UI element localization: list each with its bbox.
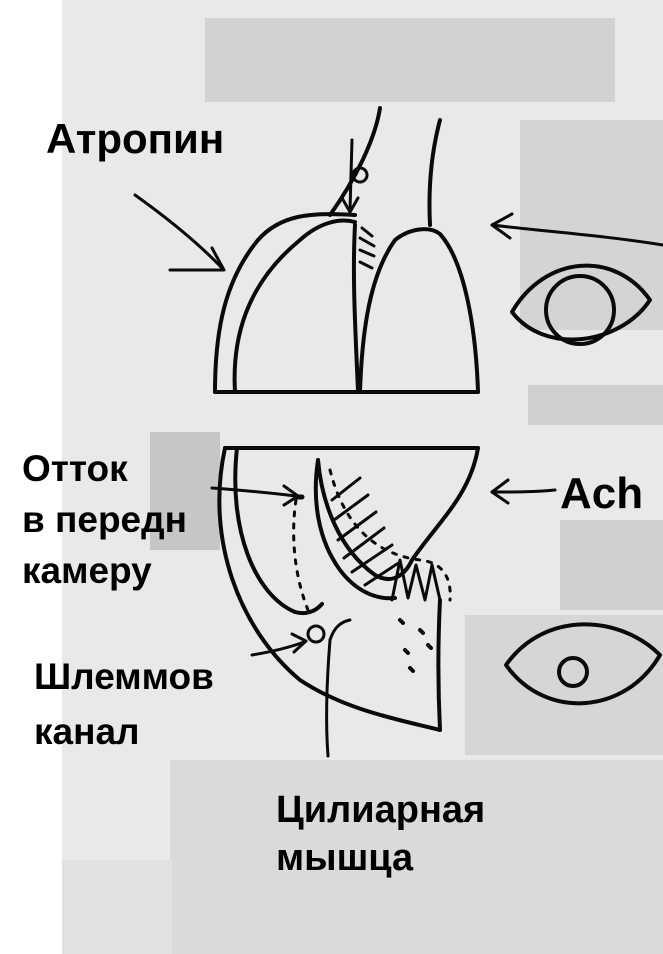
label-outflow-line-1: Отток [22,443,187,494]
constricted-pupil-eye-icon [506,624,660,703]
label-outflow-anterior-chamber: Отток в передн камеру [22,443,187,596]
label-ciliary-line-2: мышца [276,834,485,882]
lower-panel [212,448,555,756]
label-ciliary-muscle: Цилиарная мышца [276,786,485,882]
dilated-pupil-eye-icon [512,266,650,344]
label-schlemm-line-1: Шлеммов [34,649,214,704]
label-outflow-line-3: камеру [22,545,187,596]
label-acetylcholine: Ach [560,468,643,519]
label-ciliary-line-1: Цилиарная [276,786,485,834]
label-schlemm-canal: Шлеммов канал [34,649,214,759]
label-outflow-line-2: в передн [22,494,187,545]
label-atropine: Атропин [46,114,224,163]
label-schlemm-line-2: канал [34,704,214,759]
